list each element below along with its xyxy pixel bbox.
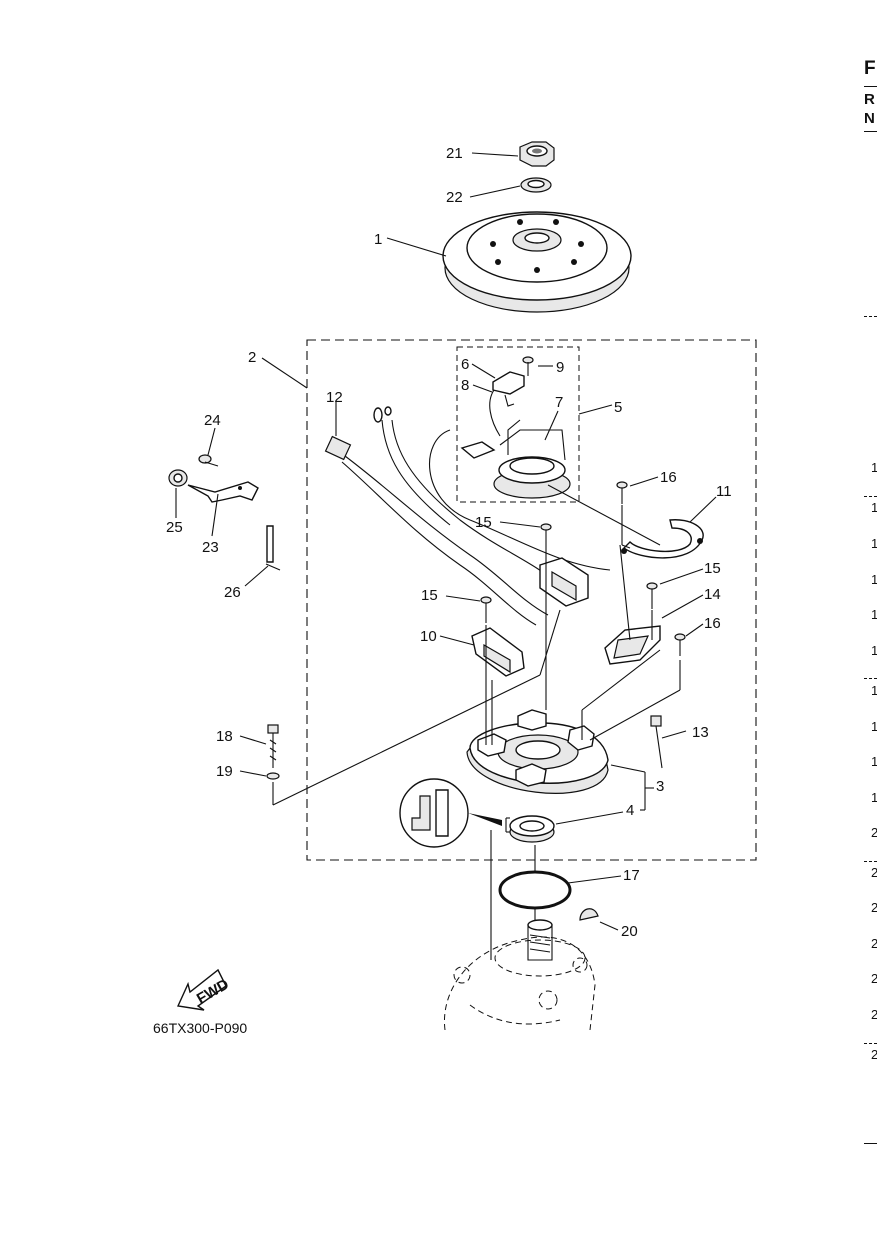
part-label: 16 [660,469,677,486]
edge-row-number: 1 [871,754,877,769]
edge-rule [864,861,877,862]
part-label: 15 [421,587,438,604]
woodruff-key-part[interactable] [579,908,599,921]
lighting-coil-part[interactable] [604,625,661,665]
clip-26-part[interactable] [265,525,281,571]
edge-header-f: F [864,58,876,79]
edge-header-r: R [864,91,875,108]
part-label: 26 [224,584,241,601]
edge-rule [864,1143,877,1144]
part-label: 17 [623,867,640,884]
edge-row-number: 2 [871,971,877,986]
nut-part[interactable] [519,141,555,167]
part-label: 1 [374,231,382,248]
oil-seal-part[interactable] [509,815,555,843]
part-label: 7 [555,394,563,411]
part-label: 23 [202,539,219,556]
assembly-2-outline [306,339,757,861]
part-label: 20 [621,923,638,940]
bolt-18-part[interactable] [267,724,279,768]
edge-row-number: 2 [871,865,877,880]
pulser-coil-part[interactable] [493,419,571,499]
part-label: 15 [704,560,721,577]
screw-15-part[interactable] [646,582,658,609]
seal-section-inset [399,778,502,848]
edge-row-number: 1 [871,643,877,658]
edge-row-number: 2 [871,1007,877,1022]
bracket-23-part[interactable] [187,481,259,503]
edge-row-number: 2 [871,900,877,915]
wire-harness-part[interactable] [324,406,611,626]
part-label: 15 [475,514,492,531]
edge-row-number: 1 [871,460,877,475]
part-label: 6 [461,356,469,373]
stator-base-part[interactable] [466,709,609,794]
part-label: 16 [704,615,721,632]
screw-9-part[interactable] [522,356,534,376]
edge-row-number: 1 [871,683,877,698]
washer-19-part[interactable] [266,772,280,780]
coil-lead-plug [460,441,496,459]
part-label: 9 [556,359,564,376]
part-label: 14 [704,586,721,603]
edge-row-number: 1 [871,719,877,734]
cable-tie-part[interactable] [650,715,663,769]
edge-row-number: 1 [871,500,877,515]
edge-rule [864,496,877,497]
edge-row-number: 1 [871,790,877,805]
part-label: 8 [461,377,469,394]
leader-lines [175,152,717,931]
flywheel-part[interactable] [442,211,632,313]
edge-row-number: 1 [871,536,877,551]
fwd-arrow-icon: FWD [176,968,232,1011]
part-label: 5 [614,399,622,416]
drawing-code: 66TX300-P090 [153,1020,247,1036]
part-label: 13 [692,724,709,741]
charge-coil-part[interactable] [471,627,525,677]
assembly-guide-lines [272,484,681,960]
coil-bracket-part[interactable] [492,371,525,407]
charge-coil-upper-part[interactable] [539,557,589,607]
screw-16-part[interactable] [674,633,686,656]
part-label: 2 [248,349,256,366]
screw-24-part[interactable] [198,454,219,467]
edge-row-number: 1 [871,607,877,622]
part-label: 24 [204,412,221,429]
edge-rule [864,1043,877,1044]
part-label: 21 [446,145,463,162]
part-label: 10 [420,628,437,645]
screw-15-part[interactable] [540,523,552,550]
edge-row-number: 2 [871,1047,877,1062]
part-label: 12 [326,389,343,406]
part-label: 19 [216,763,233,780]
edge-row-number: 2 [871,936,877,951]
retainer-plate-part[interactable] [622,519,704,559]
part-label: 22 [446,189,463,206]
edge-rule [864,678,877,679]
part-label: 11 [716,483,732,500]
washer-part[interactable] [520,177,552,193]
o-ring-part[interactable] [498,870,572,910]
screw-15-part[interactable] [480,596,492,623]
part-label: 4 [626,802,634,819]
part-label: 3 [656,778,664,795]
edge-row-number: 1 [871,572,877,587]
edge-header-n: N [864,110,875,127]
coil-lead-wire [489,389,501,437]
screw-16-part[interactable] [616,481,628,504]
edge-rule [864,86,877,87]
edge-rule [864,131,877,132]
part-label: 25 [166,519,183,536]
edge-row-number: 2 [871,825,877,840]
edge-rule [864,316,877,317]
part-label: 18 [216,728,233,745]
crankcase-outline [443,919,596,1031]
assembly-5-outline [456,346,580,503]
part-number-labels: 1 2 3 4 5 6 7 8 9 10 11 12 13 14 15 15 1… [166,145,732,940]
grommet-25-part[interactable] [168,469,188,487]
